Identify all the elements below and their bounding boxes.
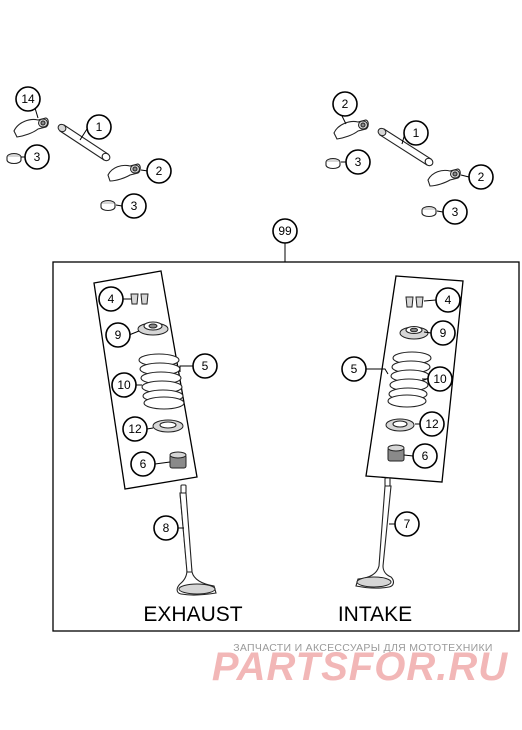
rocker-assembly-intake: 2 3 1 2 3 bbox=[325, 91, 494, 225]
callout-4: 4 bbox=[98, 286, 124, 312]
callout-99: 99 bbox=[272, 218, 298, 244]
callout-10: 10 bbox=[111, 372, 137, 398]
svg-text:7: 7 bbox=[404, 517, 411, 531]
spring-retainer bbox=[399, 325, 429, 340]
rocker-shaft bbox=[57, 123, 111, 162]
callout-2: 2 bbox=[468, 164, 494, 190]
svg-text:12: 12 bbox=[425, 417, 439, 431]
svg-text:4: 4 bbox=[445, 293, 452, 307]
svg-text:6: 6 bbox=[140, 457, 147, 471]
svg-text:2: 2 bbox=[156, 164, 163, 178]
valve-spring bbox=[138, 353, 185, 410]
callout-9: 9 bbox=[105, 322, 131, 348]
svg-text:4: 4 bbox=[108, 292, 115, 306]
spring-retainer bbox=[137, 321, 169, 336]
spring-seat bbox=[152, 419, 184, 433]
adjusting-pad-3b bbox=[100, 200, 116, 212]
rocker-assembly-exhaust: 14 3 1 2 3 bbox=[6, 86, 172, 219]
adjusting-pad-3d bbox=[421, 206, 437, 218]
svg-text:9: 9 bbox=[115, 328, 122, 342]
callout-1: 1 bbox=[86, 114, 112, 140]
rocker-arm-14 bbox=[13, 117, 49, 138]
valve-keepers bbox=[130, 293, 149, 305]
callout-12: 12 bbox=[122, 416, 148, 442]
callout-3: 3 bbox=[24, 144, 50, 170]
svg-text:1: 1 bbox=[96, 120, 103, 134]
exhaust-valve bbox=[176, 484, 217, 596]
callout-14: 14 bbox=[15, 86, 41, 112]
valve-keepers bbox=[405, 296, 424, 308]
callout-1: 1 bbox=[403, 120, 429, 146]
watermark-logo: PARTSFOR.RU bbox=[212, 645, 508, 689]
svg-text:14: 14 bbox=[21, 92, 35, 106]
exhaust-label: EXHAUST bbox=[143, 603, 242, 626]
svg-text:3: 3 bbox=[452, 205, 459, 219]
svg-text:2: 2 bbox=[342, 97, 349, 111]
callout-4: 4 bbox=[435, 287, 461, 313]
valve-spring bbox=[387, 351, 432, 408]
callout-3: 3 bbox=[345, 149, 371, 175]
spring-seat bbox=[385, 418, 415, 432]
callout-3: 3 bbox=[121, 193, 147, 219]
svg-text:2: 2 bbox=[478, 170, 485, 184]
adjusting-pad-3a bbox=[6, 153, 22, 165]
svg-text:12: 12 bbox=[128, 422, 142, 436]
svg-text:10: 10 bbox=[117, 378, 131, 392]
rocker-shaft bbox=[377, 127, 434, 167]
intake-valve-group: 4 9 5 10 12 6 7 INTAKE bbox=[338, 275, 464, 626]
rocker-arm-2b bbox=[333, 119, 369, 140]
svg-text:1: 1 bbox=[413, 126, 420, 140]
callout-8: 8 bbox=[153, 515, 179, 541]
exhaust-valve-group: 4 9 5 10 12 6 8 EXHAUST bbox=[93, 270, 243, 626]
valve-kit-frame: 99 bbox=[52, 218, 520, 632]
svg-text:8: 8 bbox=[163, 521, 170, 535]
svg-text:9: 9 bbox=[440, 326, 447, 340]
rocker-arm-2a bbox=[107, 163, 141, 182]
callout-5: 5 bbox=[341, 356, 367, 382]
svg-text:5: 5 bbox=[351, 362, 358, 376]
svg-text:99: 99 bbox=[278, 224, 292, 238]
intake-valve bbox=[355, 477, 394, 589]
intake-label: INTAKE bbox=[338, 603, 412, 626]
watermark: ЗАПЧАСТИ И АКСЕССУАРЫ ДЛЯ МОТОТЕХНИКИ PA… bbox=[212, 642, 508, 689]
svg-text:6: 6 bbox=[422, 449, 429, 463]
callout-6: 6 bbox=[130, 451, 156, 477]
svg-text:10: 10 bbox=[433, 372, 447, 386]
callout-2: 2 bbox=[332, 91, 358, 117]
callout-10: 10 bbox=[427, 366, 453, 392]
adjusting-pad-3c bbox=[325, 158, 341, 170]
callout-2: 2 bbox=[146, 158, 172, 184]
callout-6: 6 bbox=[412, 443, 438, 469]
watermark-tagline: ЗАПЧАСТИ И АКСЕССУАРЫ ДЛЯ МОТОТЕХНИКИ bbox=[233, 642, 493, 654]
svg-text:3: 3 bbox=[34, 150, 41, 164]
svg-text:5: 5 bbox=[202, 359, 209, 373]
callout-9: 9 bbox=[430, 320, 456, 346]
svg-text:3: 3 bbox=[355, 155, 362, 169]
callout-12: 12 bbox=[419, 411, 445, 437]
svg-text:3: 3 bbox=[131, 199, 138, 213]
rocker-arm-2c bbox=[427, 168, 461, 187]
valve-stem-seal bbox=[387, 444, 405, 462]
callout-3: 3 bbox=[442, 199, 468, 225]
valve-stem-seal bbox=[169, 451, 187, 469]
callout-5: 5 bbox=[192, 353, 218, 379]
callout-7: 7 bbox=[394, 511, 420, 537]
